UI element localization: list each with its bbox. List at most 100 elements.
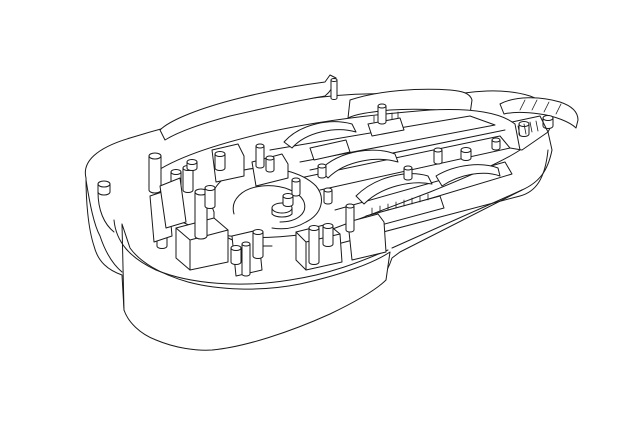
- peg: [403, 165, 413, 181]
- rear-fins: [159, 74, 579, 141]
- peg-body: [518, 123, 530, 137]
- peg-top: [265, 155, 275, 161]
- peg-top: [291, 177, 301, 183]
- peg-top: [282, 193, 294, 199]
- peg-body: [194, 191, 208, 240]
- peg-top: [323, 187, 333, 193]
- spiral-center-post: [271, 207, 293, 218]
- peg-body: [255, 145, 265, 169]
- peg-top: [377, 103, 387, 109]
- peg-body: [330, 79, 338, 100]
- peg: [282, 193, 294, 207]
- peg: [255, 143, 265, 169]
- comb-blocks: [309, 111, 445, 229]
- peg-top: [460, 147, 472, 153]
- peg-top: [433, 147, 443, 153]
- peg: [148, 152, 162, 194]
- peg-body: [377, 105, 387, 125]
- peg: [433, 147, 443, 165]
- peg: [308, 225, 320, 265]
- wedge-left-b: [159, 177, 187, 229]
- comb-block-bottom-teeth: [371, 193, 429, 215]
- arch-1: [283, 121, 357, 149]
- base-right-side: [329, 149, 549, 247]
- peg-body: [230, 247, 242, 265]
- peg: [291, 177, 301, 197]
- peg-body: [308, 227, 320, 265]
- block-far-right: [347, 213, 387, 261]
- peg-body: [433, 149, 443, 165]
- peg: [323, 187, 333, 205]
- peg-body: [214, 153, 226, 171]
- right-strip-hatch: [517, 120, 539, 137]
- peg-top: [214, 151, 226, 157]
- peg-top: [186, 159, 198, 165]
- peg-top: [345, 203, 355, 209]
- channel-middle: [299, 135, 511, 191]
- peg: [377, 103, 387, 125]
- peg-body: [148, 155, 162, 194]
- base-front-wall: [121, 223, 391, 351]
- peg-top: [204, 185, 216, 191]
- base-left-skirt: [85, 179, 123, 273]
- nose-cap-ridge: [519, 99, 562, 115]
- right-detail-strip: [509, 115, 549, 151]
- peg: [241, 241, 251, 277]
- arch-3: [355, 173, 433, 205]
- nose-cap: [499, 97, 579, 129]
- peg-top: [170, 169, 182, 175]
- peg-top: [97, 180, 111, 188]
- peg-top: [255, 143, 265, 149]
- arched-bridges: [283, 121, 501, 205]
- peg: [542, 115, 554, 129]
- right-strip-outer: [509, 115, 549, 151]
- peg-top: [252, 229, 264, 235]
- peg-body: [491, 139, 501, 151]
- peg-top: [241, 241, 251, 247]
- base-left-skirt-inner: [97, 191, 115, 233]
- peg: [186, 159, 198, 171]
- peg-body: [182, 167, 194, 193]
- block-left-edge: [175, 227, 229, 271]
- peg-top: [403, 165, 413, 171]
- peg-body: [252, 231, 264, 259]
- peg: [491, 137, 501, 151]
- peg-top: [317, 163, 327, 169]
- peg: [317, 163, 327, 179]
- peg-top: [542, 115, 554, 121]
- peg: [194, 188, 208, 240]
- peg-top: [230, 245, 242, 251]
- block-left: [175, 217, 229, 271]
- peg: [204, 185, 216, 209]
- peg-top: [330, 78, 338, 82]
- peg: [265, 155, 275, 173]
- peg: [230, 245, 242, 265]
- peg: [214, 151, 226, 171]
- base-right-side-lower: [391, 189, 523, 249]
- peg-body: [204, 187, 216, 209]
- peg-body: [265, 157, 275, 173]
- peg-top: [148, 152, 162, 160]
- peg: [252, 229, 264, 259]
- peg: [345, 203, 355, 233]
- slot-block: [309, 139, 351, 161]
- peg-top: [322, 223, 334, 229]
- pegs-group: [97, 78, 554, 277]
- base-inner-lip: [113, 219, 389, 285]
- peg-body: [403, 167, 413, 181]
- peg: [330, 78, 338, 100]
- peg-body: [241, 243, 251, 277]
- comb-block-top: [367, 117, 405, 137]
- peg-body: [323, 189, 333, 205]
- peg-body: [317, 165, 327, 179]
- peg-top: [308, 225, 320, 231]
- peg-top: [491, 137, 501, 143]
- arch-4: [435, 164, 501, 187]
- peg-body: [322, 225, 334, 247]
- peg: [182, 165, 194, 193]
- peg: [460, 147, 472, 161]
- arch-2: [319, 149, 399, 179]
- peg-body: [345, 205, 355, 233]
